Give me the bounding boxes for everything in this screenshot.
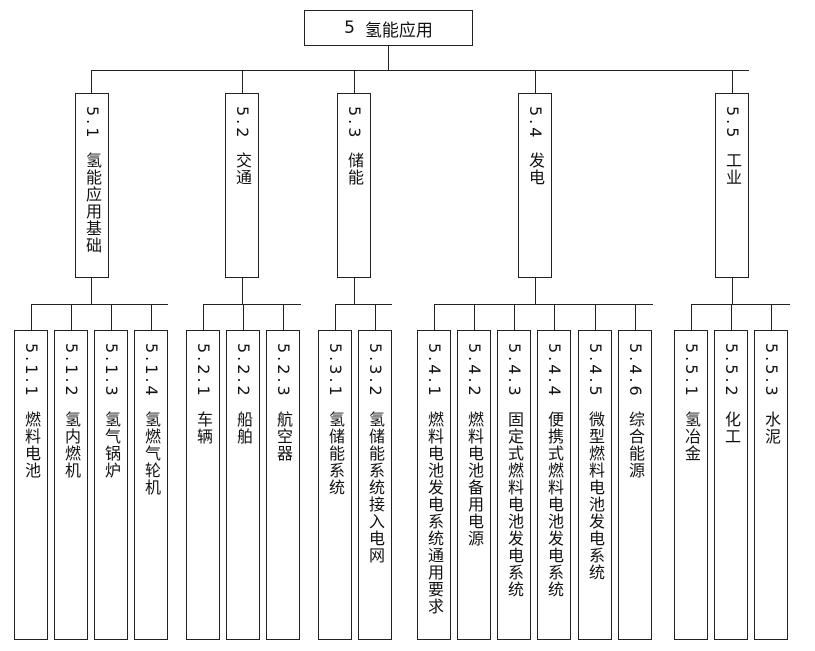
node-label: 氢储能系统 — [326, 410, 345, 496]
node-label: 氢燃气轮机 — [142, 410, 161, 496]
leaf-node-5-5-3: 5.5.3 水泥 — [754, 330, 788, 640]
leaf-node-5-1-3: 5.1.3 氢气锅炉 — [94, 330, 128, 640]
category-node-5-1: 5.1 氢能应用基础 — [75, 93, 109, 278]
leaf-node-5-2-3: 5.2.3 航空器 — [266, 330, 300, 640]
node-code: 5.3.1 — [326, 343, 345, 399]
leaf-node-5-5-1: 5.5.1 氢冶金 — [674, 330, 708, 640]
leaf-node-5-1-4: 5.1.4 氢燃气轮机 — [134, 330, 168, 640]
node-code: 5.1.3 — [102, 343, 121, 399]
node-label: 固定式燃料电池发电系统 — [505, 410, 524, 598]
node-code: 5.3.2 — [366, 343, 385, 399]
leaf-node-5-4-5: 5.4.5 微型燃料电池发电系统 — [578, 330, 612, 640]
node-label: 航空器 — [274, 410, 293, 462]
leaf-node-5-4-1: 5.4.1 燃料电池发电系统通用要求 — [417, 330, 451, 640]
node-code: 5.1 — [83, 106, 102, 141]
node-label: 车辆 — [194, 410, 213, 445]
node-label: 综合能源 — [626, 410, 645, 479]
node-code: 5 — [344, 18, 355, 38]
node-code: 5.5.3 — [762, 343, 781, 399]
node-label: 化工 — [722, 410, 741, 445]
leaf-node-5-4-3: 5.4.3 固定式燃料电池发电系统 — [497, 330, 531, 640]
node-code: 5.4.3 — [505, 343, 524, 399]
node-label: 便携式燃料电池发电系统 — [545, 410, 564, 598]
node-label: 燃料电池发电系统通用要求 — [425, 410, 444, 615]
node-label: 氢气锅炉 — [102, 410, 121, 479]
leaf-node-5-4-2: 5.4.2 燃料电池备用电源 — [457, 330, 491, 640]
node-label: 工业 — [723, 152, 742, 187]
node-label: 船舶 — [234, 410, 253, 445]
leaf-node-5-1-2: 5.1.2 氢内燃机 — [54, 330, 88, 640]
node-code: 5.1.2 — [62, 343, 81, 399]
node-code: 5.5 — [723, 106, 742, 141]
node-code: 5.5.1 — [682, 343, 701, 399]
leaf-node-5-5-2: 5.5.2 化工 — [714, 330, 748, 640]
node-code: 5.4.4 — [545, 343, 564, 399]
node-code: 5.2.1 — [194, 343, 213, 399]
category-node-5-4: 5.4 发电 — [518, 93, 552, 278]
node-label: 燃料电池备用电源 — [465, 410, 484, 547]
node-label: 交通 — [233, 152, 252, 187]
node-code: 5.1.1 — [22, 343, 41, 399]
leaf-node-5-4-6: 5.4.6 综合能源 — [618, 330, 652, 640]
node-code: 5.3 — [345, 106, 364, 141]
node-code: 5.4.6 — [626, 343, 645, 399]
node-code: 5.4 — [526, 106, 545, 141]
node-code: 5.4.1 — [425, 343, 444, 399]
node-label: 发电 — [526, 152, 545, 187]
node-code: 5.1.4 — [142, 343, 161, 399]
category-node-5-5: 5.5 工业 — [715, 93, 749, 278]
category-node-5-3: 5.3 储能 — [337, 93, 371, 278]
node-label: 氢能应用基础 — [83, 152, 102, 255]
node-code: 5.4.2 — [465, 343, 484, 399]
leaf-node-5-2-1: 5.2.1 车辆 — [186, 330, 220, 640]
leaf-node-5-3-1: 5.3.1 氢储能系统 — [318, 330, 352, 640]
node-label: 水泥 — [762, 410, 781, 445]
node-code: 5.4.5 — [586, 343, 605, 399]
category-node-5-2: 5.2 交通 — [225, 93, 259, 278]
node-code: 5.2.2 — [234, 343, 253, 399]
leaf-node-5-4-4: 5.4.4 便携式燃料电池发电系统 — [537, 330, 571, 640]
node-label: 微型燃料电池发电系统 — [586, 410, 605, 581]
node-label: 氢能应用 — [364, 20, 433, 41]
node-code: 5.5.2 — [722, 343, 741, 399]
node-label: 氢内燃机 — [62, 410, 81, 479]
node-label: 氢储能系统接入电网 — [366, 410, 385, 564]
leaf-node-5-2-2: 5.2.2 船舶 — [226, 330, 260, 640]
node-label: 储能 — [345, 152, 364, 187]
node-label: 燃料电池 — [22, 410, 41, 479]
node-label: 氢冶金 — [682, 410, 701, 462]
root-node: 5 氢能应用 — [304, 10, 473, 46]
node-code: 5.2 — [233, 106, 252, 141]
node-code: 5.2.3 — [274, 343, 293, 399]
leaf-node-5-1-1: 5.1.1 燃料电池 — [14, 330, 48, 640]
leaf-node-5-3-2: 5.3.2 氢储能系统接入电网 — [358, 330, 392, 640]
